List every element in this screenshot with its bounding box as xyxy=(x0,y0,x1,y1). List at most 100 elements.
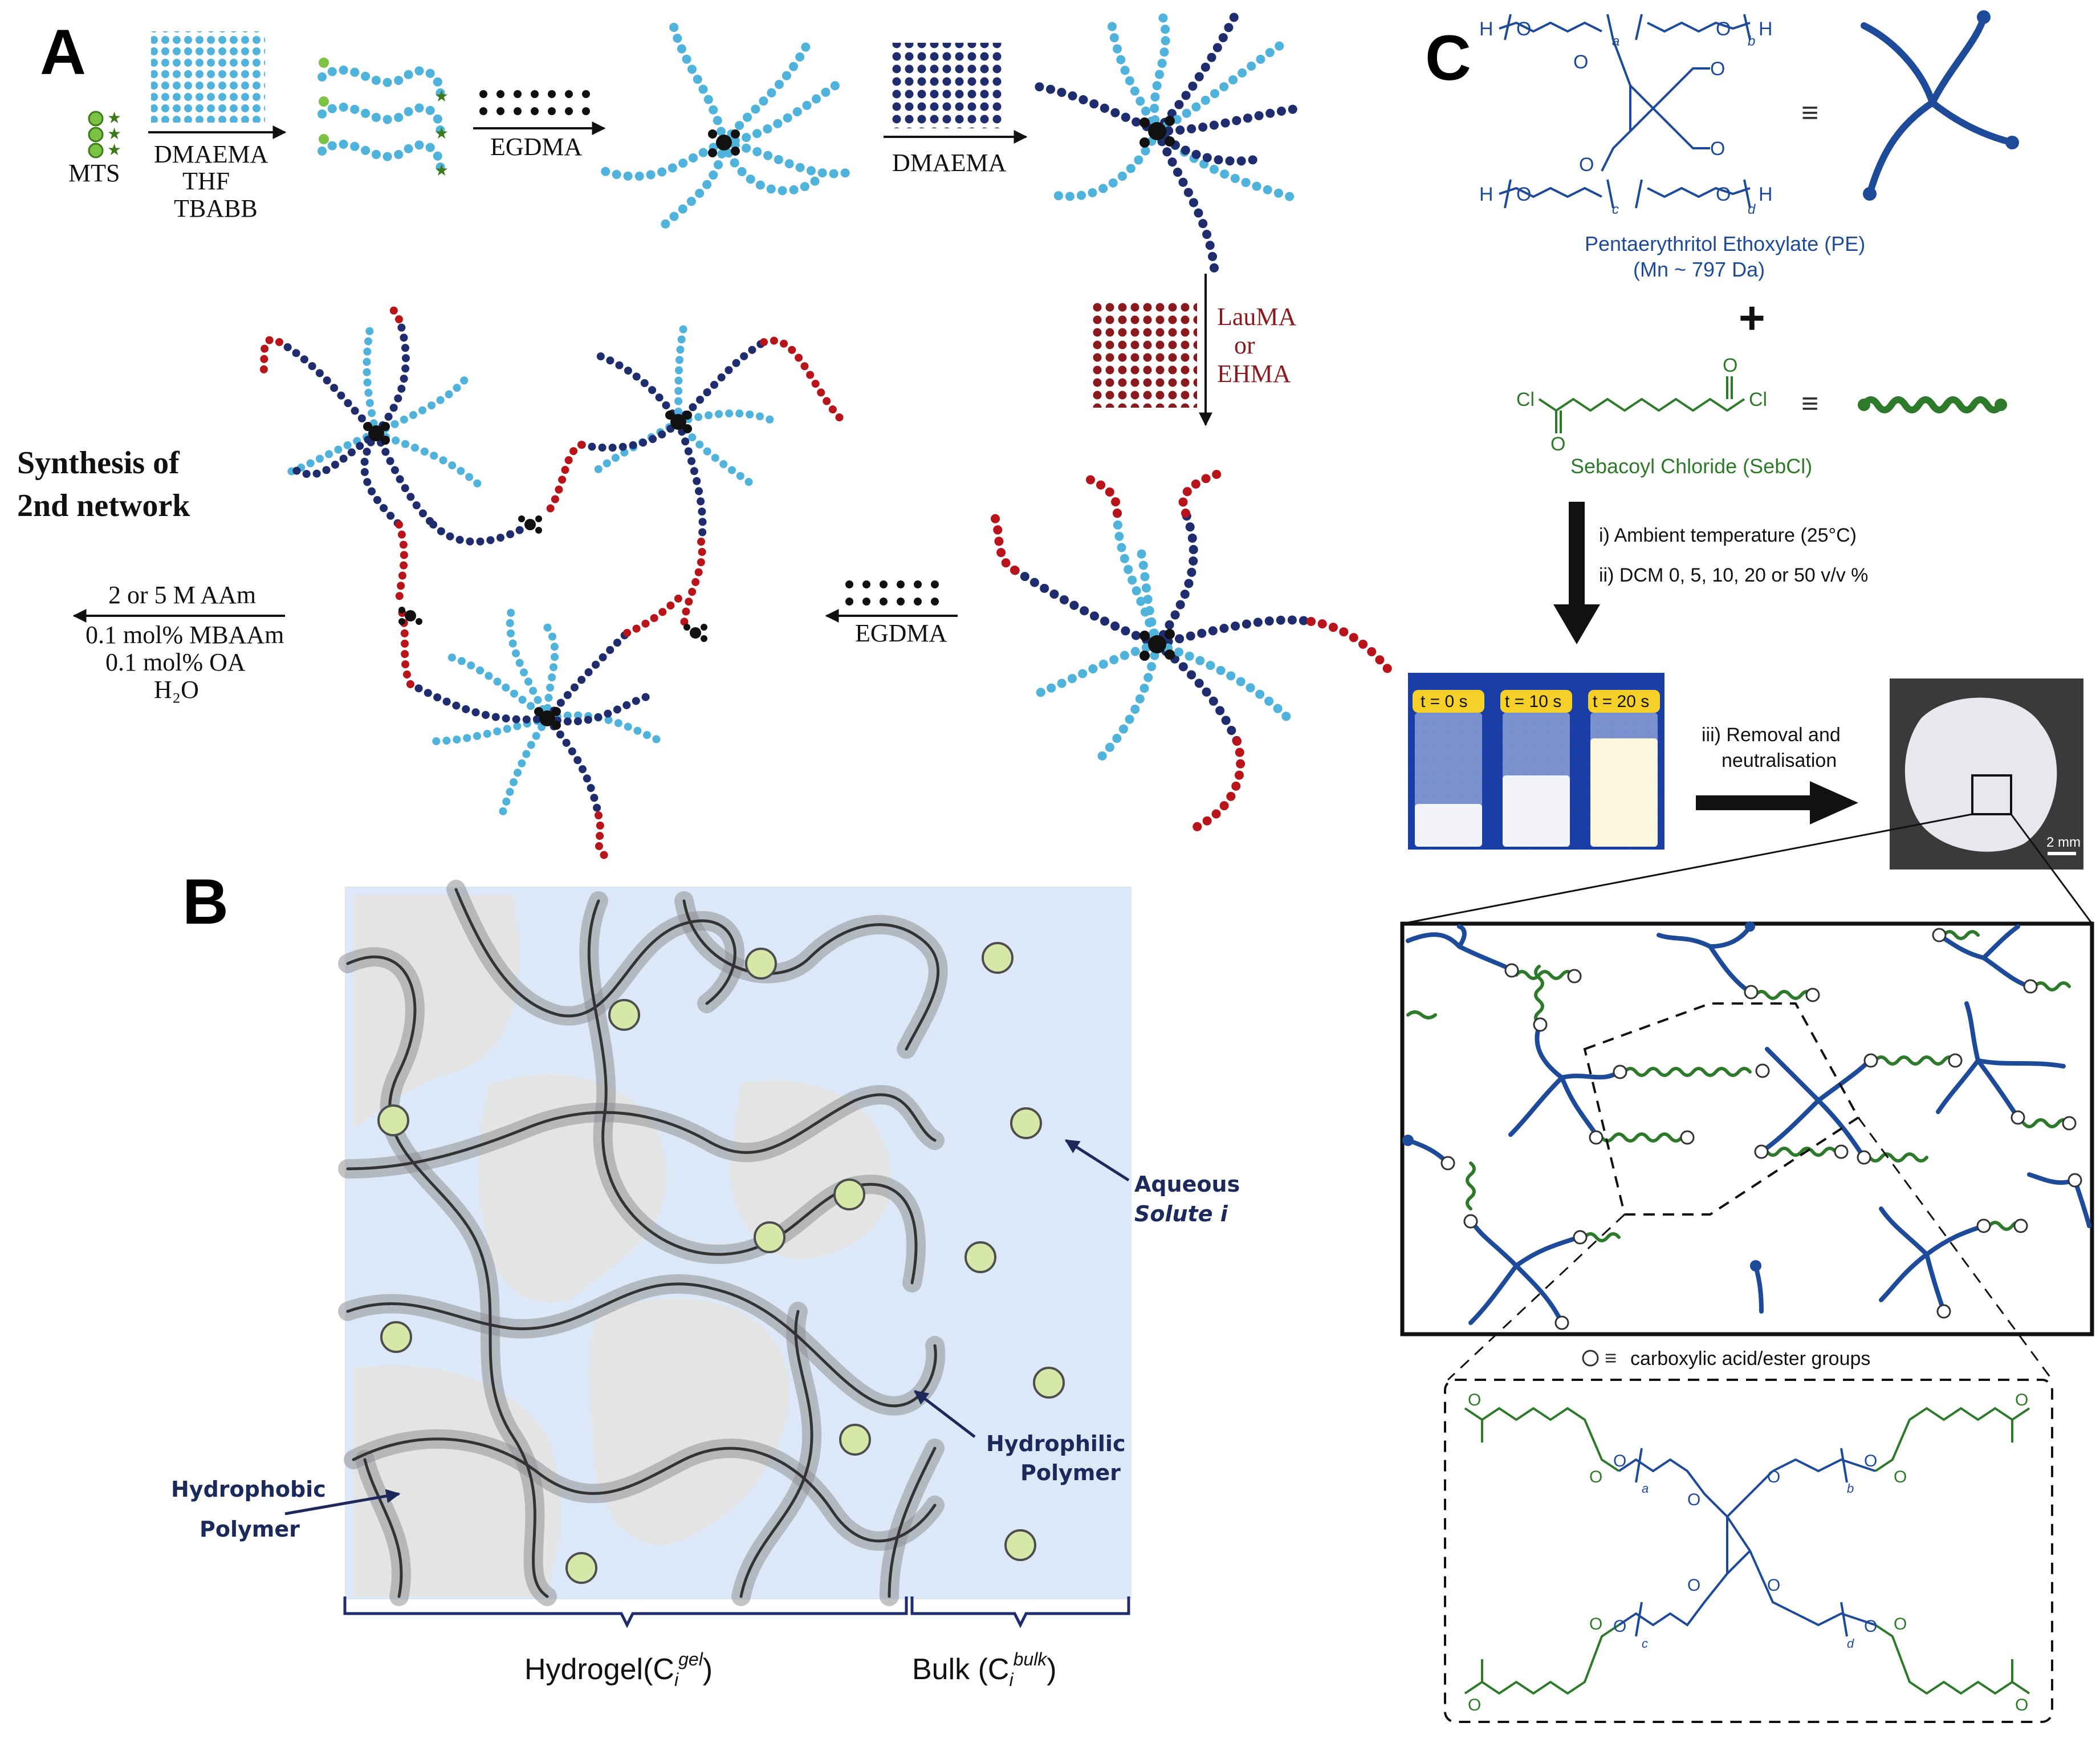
svg-text:c: c xyxy=(1642,1636,1648,1651)
pe-atom-labels: H H H H O O O O O O O O a b c d xyxy=(1479,18,1773,217)
svg-text:O: O xyxy=(1516,184,1531,205)
svg-text:★: ★ xyxy=(107,125,121,143)
svg-text:O: O xyxy=(1716,18,1731,40)
pe-name: Pentaerythritol Ethoxylate (PE) xyxy=(1585,232,1865,255)
vial-20: t = 20 s xyxy=(1588,690,1660,847)
legend-text: carboxylic acid/ester groups xyxy=(1630,1348,1870,1370)
svg-text:O: O xyxy=(1573,51,1588,73)
svg-text:a: a xyxy=(1642,1481,1649,1496)
zoom-dashed-left xyxy=(1447,1213,1626,1381)
hydrophobic-label-line2: Polymer xyxy=(200,1517,300,1542)
mts-label: MTS xyxy=(68,159,120,187)
hydrophilic-label-line2: Polymer xyxy=(1020,1460,1121,1485)
step1-line2: THF xyxy=(182,167,230,195)
pe-equiv: ≡ xyxy=(1801,96,1818,129)
network-title-line2: 2nd network xyxy=(17,488,190,523)
carboxylic-groups xyxy=(1440,928,2082,1330)
removal-arrow-head xyxy=(1810,781,1858,824)
svg-text:O: O xyxy=(2015,1696,2028,1714)
vials-photo: t = 0 s t = 10 s t = 20 s xyxy=(1408,673,1664,850)
legend-circle xyxy=(1582,1350,1599,1367)
aqueous-pointer xyxy=(1064,1139,1130,1182)
svg-text:t = 20 s: t = 20 s xyxy=(1593,692,1649,711)
step6-line1: 2 or 5 M AAm xyxy=(108,581,256,609)
scale-bar-label: 2 mm xyxy=(2046,835,2081,850)
svg-text:★: ★ xyxy=(107,109,121,127)
product-photo: 2 mm xyxy=(1890,678,2083,870)
step1-line1: DMAEMA xyxy=(154,140,268,168)
step3-line2: neutralisation xyxy=(1721,750,1837,771)
step6-line4: H₂O xyxy=(154,676,199,704)
hydrophobic-pointer xyxy=(284,1489,401,1516)
svg-text:t = 0 s: t = 0 s xyxy=(1421,692,1468,711)
pe-tetrafunctional-icon xyxy=(1861,14,2016,197)
svg-text:O: O xyxy=(1767,1468,1780,1486)
svg-text:d: d xyxy=(1847,1636,1854,1651)
svg-text:Cl: Cl xyxy=(1749,389,1767,411)
zoom-dashed-right xyxy=(1857,1117,2053,1380)
svg-text:O: O xyxy=(1468,1391,1481,1409)
condition-2: ii) DCM 0, 5, 10, 20 or 50 v/v % xyxy=(1599,564,1868,586)
network-sebcl-links xyxy=(1406,930,2071,1242)
svg-text:O: O xyxy=(1589,1615,1602,1634)
detail-atom-labels: O O O O O O O O O O O O O O O O a b c d xyxy=(1468,1391,2028,1714)
dmaema-monomer-grid-2 xyxy=(889,43,1003,128)
aqueous-label-line2: Solute i xyxy=(1134,1201,1228,1226)
hydrophilic-pointer xyxy=(914,1390,976,1438)
mts-initiator: ★ ★ ★ xyxy=(88,109,121,159)
panel-c: C H H H H O O O O O O O xyxy=(1400,10,2094,1723)
pe-mn: (Mn ~ 797 Da) xyxy=(1633,258,1765,281)
reaction-arrow-head xyxy=(1553,604,1600,644)
network-pe-ends xyxy=(1402,921,1761,1271)
svg-text:O: O xyxy=(1864,1617,1877,1636)
svg-text:t = 10 s: t = 10 s xyxy=(1505,692,1561,711)
step3-line1: iii) Removal and xyxy=(1702,724,1841,746)
detail-pe-core xyxy=(1618,1448,1876,1637)
svg-text:c: c xyxy=(1612,202,1619,217)
detail-structure xyxy=(1464,1407,2030,1695)
svg-text:O: O xyxy=(1894,1615,1907,1634)
network-title-line1: Synthesis of xyxy=(17,445,180,481)
panel-a: A ★ ★ ★ MTS DMAEMA THF TBABB ★★★ xyxy=(17,7,1395,859)
network-cores xyxy=(363,411,707,730)
sebcl-equiv: ≡ xyxy=(1801,387,1818,420)
svg-text:★: ★ xyxy=(107,141,121,159)
step5-label: EGDMA xyxy=(855,619,947,647)
network-schematic-box xyxy=(1400,921,2094,1336)
step3-label: DMAEMA xyxy=(892,149,1007,177)
svg-text:O: O xyxy=(1710,58,1725,80)
svg-text:O: O xyxy=(1589,1468,1602,1486)
svg-text:O: O xyxy=(1613,1452,1626,1470)
star-core-diblock xyxy=(1139,116,1175,148)
svg-text:b: b xyxy=(1748,34,1755,49)
step4-line3: EHMA xyxy=(1217,360,1291,388)
step2-label: EGDMA xyxy=(490,133,583,161)
svg-text:★: ★ xyxy=(434,125,449,143)
svg-text:O: O xyxy=(1716,184,1731,205)
svg-text:H: H xyxy=(1759,18,1773,40)
hydrogel-brace xyxy=(343,1596,908,1628)
pe-structure xyxy=(1499,14,1751,209)
zoom-line-left xyxy=(1402,813,1973,925)
svg-text:O: O xyxy=(1579,154,1594,176)
dmaema-monomer-grid xyxy=(151,31,265,123)
triblock-star xyxy=(987,469,1395,831)
step1-line3: TBABB xyxy=(174,194,258,222)
egdma-crosslinker-1 xyxy=(479,90,590,115)
panel-a-label: A xyxy=(40,17,86,88)
svg-text:Cl: Cl xyxy=(1516,389,1535,411)
panel-b: B xyxy=(171,866,1240,1690)
vial-10: t = 10 s xyxy=(1500,690,1572,847)
svg-text:b: b xyxy=(1847,1481,1854,1496)
egdma-crosslinker-2 xyxy=(845,580,939,606)
panel-b-label: B xyxy=(182,866,229,937)
zoom-line-right xyxy=(2010,814,2093,924)
sebcl-linker-icon xyxy=(1858,396,2007,413)
svg-text:★: ★ xyxy=(434,162,449,180)
hydrophilic-strands-core xyxy=(346,888,940,1598)
removal-arrow-shaft xyxy=(1696,795,1810,810)
legend-equiv: ≡ xyxy=(1605,1346,1617,1370)
step4-line1: LauMA xyxy=(1217,303,1297,331)
svg-text:H: H xyxy=(1479,18,1493,40)
